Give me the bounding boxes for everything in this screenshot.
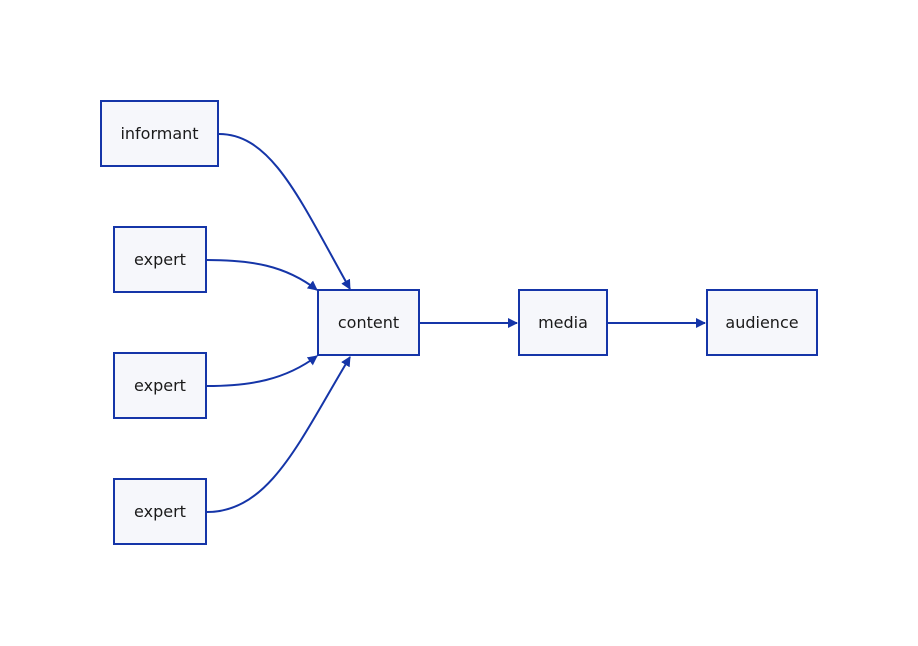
node-content: content: [317, 289, 420, 356]
node-informant: informant: [100, 100, 219, 167]
node-media-label: media: [538, 313, 588, 332]
edge-expert-3-to-content: [206, 356, 351, 513]
node-expert-2-label: expert: [134, 376, 186, 395]
node-expert-2: expert: [113, 352, 207, 419]
node-expert-1-label: expert: [134, 250, 186, 269]
node-content-label: content: [337, 313, 400, 332]
node-expert-3: expert: [113, 478, 207, 545]
edge-expert-1-to-content: [206, 259, 318, 291]
edge-informant-to-content: [218, 133, 351, 290]
edge-expert-2-to-content: [206, 355, 318, 387]
node-informant-label: informant: [120, 124, 199, 143]
node-media: media: [518, 289, 608, 356]
node-expert-3-label: expert: [134, 502, 186, 521]
node-audience: audience: [706, 289, 818, 356]
node-expert-1: expert: [113, 226, 207, 293]
node-audience-label: audience: [725, 313, 799, 332]
